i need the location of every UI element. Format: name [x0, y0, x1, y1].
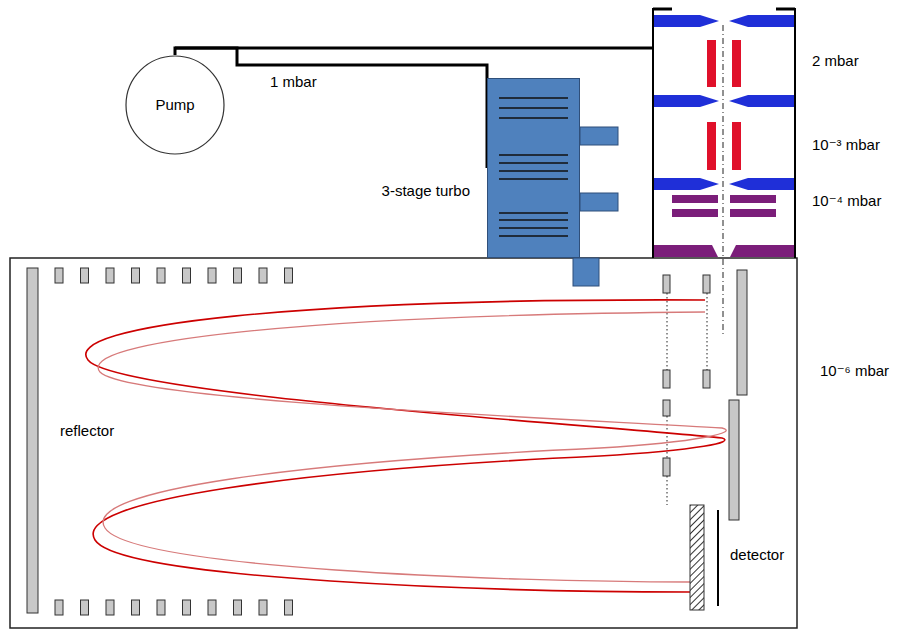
electrode	[663, 370, 670, 388]
pressure-label: 10⁻⁶ mbar	[818, 362, 891, 380]
rotor-blade	[499, 219, 568, 220]
reflector-ring	[81, 268, 89, 283]
pressure-label: 10⁻⁴ mbar	[810, 192, 883, 210]
reflector-backplate	[27, 268, 38, 613]
pump-circle: Pump	[125, 55, 225, 155]
reflector-ring	[183, 268, 191, 283]
skimmer	[729, 15, 794, 27]
skimmer	[729, 178, 794, 190]
reflector-ring	[81, 600, 89, 615]
turbo-label: 3-stage turbo	[382, 182, 470, 200]
reflector-ring	[234, 600, 242, 615]
rotor-blade	[499, 107, 568, 108]
turbo-body	[487, 78, 580, 258]
reflector-ring	[157, 268, 165, 283]
turbo-housing	[488, 79, 580, 258]
dotted-line	[667, 293, 668, 370]
turbo-port	[580, 193, 618, 211]
ion-guide-rod	[707, 40, 716, 87]
rotor-blade	[499, 227, 568, 228]
deflector-plate	[729, 400, 739, 520]
lens-plate	[672, 209, 718, 217]
skimmer	[729, 95, 794, 107]
electrodes	[663, 270, 747, 520]
ion-trajectory	[98, 312, 726, 582]
reflector-ring	[157, 600, 165, 615]
rotor-blade	[499, 178, 568, 179]
part-label: detector	[728, 546, 786, 564]
ion-guide-rod	[707, 122, 716, 170]
electrode	[703, 370, 710, 388]
reflector-ring	[132, 600, 140, 615]
ion-guide-rod	[732, 122, 741, 170]
ion-guides	[707, 40, 741, 170]
pressure-label: 1 mbar	[268, 73, 319, 91]
lens-plate	[730, 195, 776, 203]
rotor-blade	[499, 235, 568, 236]
pump-label: Pump	[155, 96, 194, 114]
pusher-plate	[737, 270, 747, 395]
skimmer-plates	[654, 15, 794, 190]
reflector-ring	[55, 268, 63, 283]
housing-top	[776, 8, 795, 11]
vacuum-line	[175, 47, 653, 50]
electrode	[663, 275, 670, 293]
housing-wall	[794, 8, 796, 258]
exit-plate	[730, 245, 794, 257]
pressure-label: 2 mbar	[810, 52, 861, 70]
dotted-line	[667, 476, 668, 505]
rotor-blade	[499, 154, 568, 155]
rotor-blade	[499, 117, 568, 118]
reflector-ring	[208, 268, 216, 283]
reflector-ring	[208, 600, 216, 615]
reflector-ring	[259, 268, 267, 283]
reflector-ring	[55, 600, 63, 615]
rotor-blade	[499, 97, 568, 98]
reflector-ring	[132, 268, 140, 283]
beam-guides	[667, 293, 707, 505]
housing-top	[653, 8, 672, 11]
detector-anode	[717, 510, 719, 606]
reflector-ring	[259, 600, 267, 615]
reflector-ring	[285, 268, 293, 283]
skimmer	[654, 178, 719, 190]
reflector-ring	[106, 600, 114, 615]
electrode	[663, 400, 670, 416]
part-label: reflector	[58, 422, 116, 440]
skimmer	[654, 95, 719, 107]
reflector-ring	[183, 600, 191, 615]
ion-guide-rod	[732, 40, 741, 87]
reflector-ring	[285, 600, 293, 615]
housing-wall	[652, 8, 654, 258]
ion-lenses	[654, 195, 794, 257]
electrode	[663, 458, 670, 476]
reflector-ring	[106, 268, 114, 283]
lens-plate	[672, 195, 718, 203]
tof-chamber	[10, 258, 797, 628]
dotted-line	[707, 293, 708, 370]
exit-plate	[654, 245, 718, 257]
detector-plate	[690, 505, 704, 610]
skimmer	[654, 15, 719, 27]
rotor-blade	[499, 162, 568, 163]
electrode	[703, 275, 710, 293]
pump-circle-outline	[126, 56, 224, 154]
turbo-port	[580, 127, 618, 145]
turbo-pump-box: 3-stage turbo	[487, 78, 580, 258]
lens-plate	[730, 209, 776, 217]
ion-axis	[723, 25, 724, 335]
pressure-label: 10⁻³ mbar	[810, 136, 882, 154]
reflector-ring	[234, 268, 242, 283]
rotor-blade	[499, 212, 568, 213]
rotor-blade	[499, 170, 568, 171]
turbo-port	[573, 258, 599, 286]
